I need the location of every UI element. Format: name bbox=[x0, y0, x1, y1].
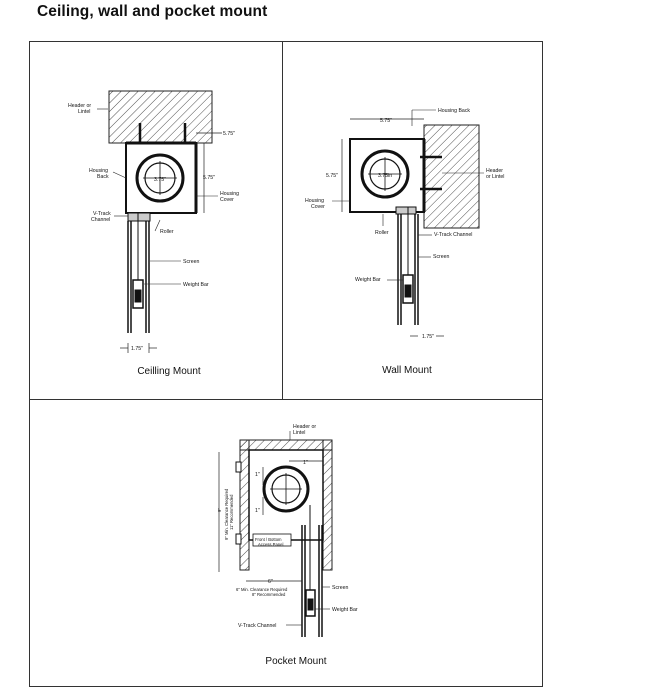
ceiling-weight-bar-label: Weight Bar bbox=[183, 282, 209, 288]
ceiling-dim-width: 5.75" bbox=[223, 131, 235, 137]
wall-housing-cover: Housing bbox=[305, 198, 324, 204]
ceiling-track bbox=[127, 213, 150, 333]
pocket-dim-side-bottom: 1" bbox=[255, 508, 260, 514]
pocket-dim-bottom: 6" bbox=[268, 579, 273, 585]
wall-vtrack-label: V-Track Channel bbox=[434, 232, 472, 238]
pocket-dim-height: 9" bbox=[217, 508, 222, 512]
pocket-clearance-v-2: 11" Recommended bbox=[229, 494, 234, 530]
wall-roller-label: Roller bbox=[375, 230, 389, 236]
pocket-mount-caption: Pocket Mount bbox=[265, 656, 327, 667]
pocket-dim-top: 1" bbox=[303, 460, 308, 466]
ceiling-track-width: 1.75" bbox=[131, 346, 143, 352]
ceiling-vtrack-2: Channel bbox=[91, 217, 110, 223]
page-title: Ceiling, wall and pocket mount bbox=[37, 3, 268, 20]
pocket-access-panel: Front / Bottom bbox=[255, 537, 282, 542]
wall-mount-diagram: Housing Back 5.75" 5.75" 3.75in Header o… bbox=[305, 108, 504, 340]
ceiling-vtrack: V-Track bbox=[93, 211, 111, 217]
wall-weight-bar bbox=[402, 274, 414, 304]
ceiling-housing-back-2: Back bbox=[97, 174, 109, 180]
ceiling-roller-label: Roller bbox=[160, 229, 174, 235]
ceiling-weight-bar bbox=[132, 279, 144, 309]
wall-housing-back: Housing Back bbox=[438, 108, 470, 114]
pocket-clearance-v: 9" Min. Clearance Required bbox=[224, 488, 229, 540]
frame-divider-vertical bbox=[282, 41, 283, 399]
ceiling-housing-back: Housing bbox=[89, 168, 108, 174]
pocket-screen-label: Screen bbox=[332, 585, 349, 591]
pocket-clearance-h-2: 8" Recommended bbox=[252, 592, 286, 597]
pocket-clearance-h: 6" Min. Clearance Required bbox=[236, 587, 288, 592]
ceiling-dim-height: 5.75" bbox=[203, 175, 215, 181]
ceiling-header-label: Header or bbox=[68, 103, 91, 109]
ceiling-mount-caption: Ceilling Mount bbox=[137, 366, 201, 377]
pocket-weight-bar-label: Weight Bar bbox=[332, 607, 358, 613]
pocket-access-panel-2: Access Panel bbox=[258, 542, 283, 547]
wall-weight-bar-label: Weight Bar bbox=[355, 277, 381, 283]
pocket-mount-diagram: Header or Lintel 1" 1" 1" Front / Bottom… bbox=[217, 424, 358, 637]
wall-header-block bbox=[423, 124, 480, 229]
ceiling-housing-cover: Housing bbox=[220, 191, 239, 197]
wall-header-label-2: or Lintel bbox=[486, 174, 504, 180]
ceiling-mount-diagram: Header or Lintel 5.75" 5.75" 3.75" Housi… bbox=[68, 90, 239, 353]
pocket-dim-side-top: 1" bbox=[255, 472, 260, 478]
wall-housing-cover-2: Cover bbox=[311, 204, 325, 210]
wall-screen-label: Screen bbox=[433, 254, 450, 260]
wall-dim-height: 5.75" bbox=[326, 173, 338, 179]
frame-divider-horizontal bbox=[29, 399, 543, 400]
ceiling-header-label-2: Lintel bbox=[78, 109, 90, 115]
pocket-header-label: Header or bbox=[293, 424, 316, 430]
pocket-vtrack-label: V-Track Channel bbox=[238, 623, 276, 629]
ceiling-roller-dim: 3.75" bbox=[154, 177, 166, 183]
wall-mount-caption: Wall Mount bbox=[382, 365, 432, 376]
wall-track bbox=[397, 207, 419, 325]
pocket-header-label-2: Lintel bbox=[293, 430, 305, 436]
wall-screws bbox=[420, 155, 442, 191]
ceiling-housing-cover-2: Cover bbox=[220, 197, 234, 203]
wall-track-width: 1.75" bbox=[422, 334, 434, 340]
diagram-frame bbox=[29, 41, 543, 687]
wall-header-label: Header bbox=[486, 168, 503, 174]
wall-roller-dim: 3.75in bbox=[378, 173, 392, 179]
ceiling-screen-label: Screen bbox=[183, 259, 200, 265]
pocket-weight-bar bbox=[305, 589, 316, 617]
ceiling-header-block bbox=[108, 90, 213, 144]
wall-dim-width: 5.75" bbox=[380, 118, 392, 124]
